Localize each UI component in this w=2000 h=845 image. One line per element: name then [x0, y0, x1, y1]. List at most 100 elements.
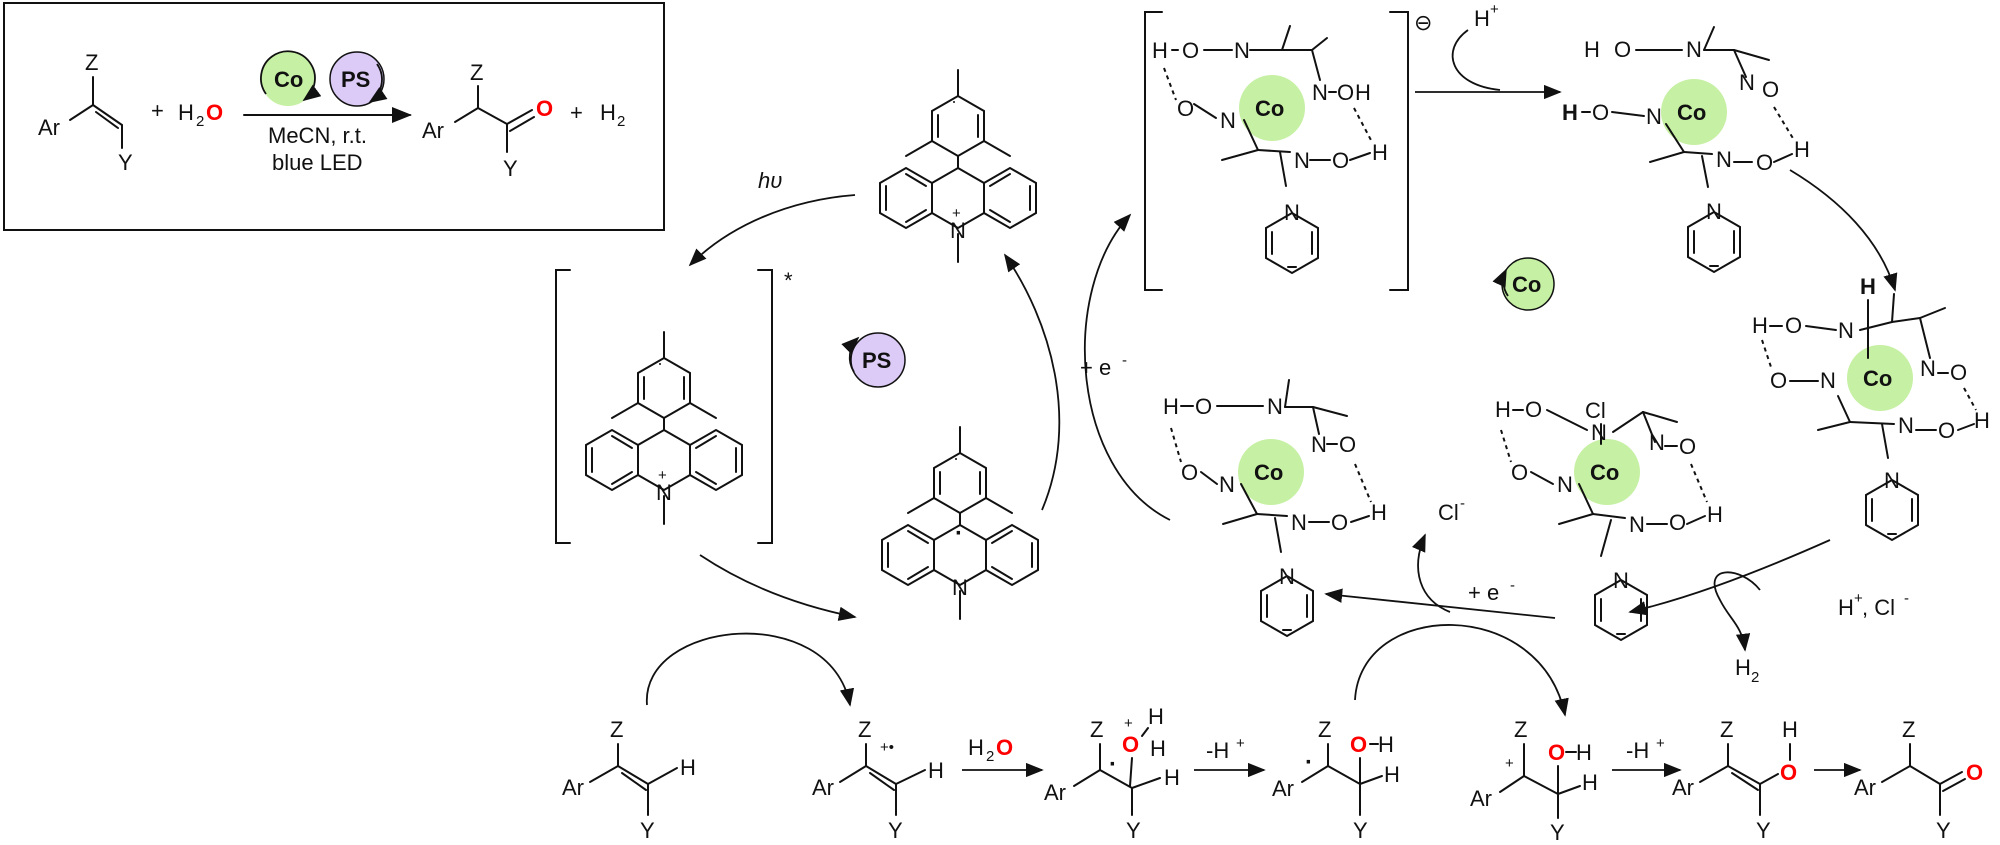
co-reduction-arrow — [1084, 213, 1171, 521]
anion-charge: ⊖ — [1414, 10, 1432, 35]
s6-z: Z — [1720, 717, 1733, 742]
e-superscript-1: - — [1122, 352, 1127, 369]
to-hydride-arrow — [1789, 169, 1898, 292]
hydride-h: H — [1860, 274, 1876, 299]
n2: N — [1312, 80, 1328, 105]
s4-ar: Ar — [1272, 776, 1294, 801]
bh-bold: H — [1562, 100, 1578, 125]
minus-hplus-1-sup: + — [1236, 735, 1245, 752]
s3-plus: + — [1124, 715, 1133, 732]
bn4: N — [1716, 147, 1732, 172]
water-o: O — [206, 100, 223, 125]
s5-y: Y — [1550, 820, 1565, 845]
enol-intermediate: Z Ar Y H O — [1672, 717, 1798, 843]
excited-star: * — [784, 268, 793, 293]
n4: N — [1294, 148, 1310, 173]
bo3: O — [1762, 77, 1779, 102]
minus-hplus-2: -H — [1626, 738, 1649, 763]
h2o-step-o: O — [996, 735, 1013, 760]
co-cl-center: Co — [1590, 460, 1619, 485]
s4-z: Z — [1318, 717, 1331, 742]
s6-h: H — [1782, 717, 1798, 742]
dn4: N — [1629, 512, 1645, 537]
h-cl-plus: + — [1854, 590, 1863, 607]
do3: O — [1679, 434, 1696, 459]
s3-y: Y — [1126, 818, 1141, 843]
summary-reaction-box: Z Ar Y + H 2 O Co PS MeCN, r.t. blue LED… — [3, 2, 665, 231]
co-catalyst-badge — [261, 52, 315, 106]
co-b-center: Co — [1677, 100, 1706, 125]
s3-z: Z — [1090, 717, 1103, 742]
bn1: N — [1686, 37, 1702, 62]
oxonium-radical: Z + O H H · Ar Y H — [1044, 704, 1180, 843]
s5-h: H — [1582, 770, 1598, 795]
cpy-n: N — [1884, 468, 1900, 493]
plus-sign-2: + — [570, 100, 583, 125]
h-plus-label: H — [1474, 6, 1490, 31]
co-cycle-badge: Co — [1492, 257, 1555, 311]
mes-acridine-radical: N · — [881, 426, 1039, 620]
product-y: Y — [503, 156, 518, 181]
water-h: H — [178, 100, 194, 125]
s3-h2: H — [1150, 736, 1166, 761]
h1: H — [1152, 38, 1168, 63]
s3-ar: Ar — [1044, 780, 1066, 805]
epy-n: N — [1279, 564, 1295, 589]
s3-dot: · — [1109, 751, 1117, 778]
en3: N — [1219, 472, 1235, 497]
anion-bracket-right — [1389, 11, 1409, 291]
s2-radcation: +• — [880, 739, 894, 756]
s7-o: O — [1966, 760, 1983, 785]
h2-h: H — [600, 100, 616, 125]
cn3: N — [1820, 368, 1836, 393]
conditions-light: blue LED — [272, 150, 363, 175]
s3-h3: H — [1164, 765, 1180, 790]
bo2: O — [1592, 100, 1609, 125]
ch1: H — [1752, 313, 1768, 338]
acridinium-charge: + — [952, 205, 961, 222]
bo4: O — [1756, 150, 1773, 175]
ps-cycle-badge: PS — [841, 332, 906, 388]
bh1: H — [1584, 37, 1600, 62]
cobaloxime-hydride: Co H N N N N O H O O H O N — [1752, 274, 1990, 541]
substrate-z: Z — [85, 50, 98, 75]
co3: O — [1950, 360, 1967, 385]
s1-y: Y — [640, 818, 655, 843]
s1-h: H — [680, 755, 696, 780]
h2-out-sub: 2 — [1751, 669, 1759, 686]
plus-e-label-2: + e — [1468, 580, 1499, 605]
bn2: N — [1739, 70, 1755, 95]
s5-z: Z — [1514, 717, 1527, 742]
n1: N — [1234, 38, 1250, 63]
co-iii-reduction-arrow — [1324, 588, 1556, 619]
radical-n: N — [952, 575, 968, 600]
ps-cycle-label: PS — [862, 348, 891, 373]
h2-out-h: H — [1735, 655, 1751, 680]
co1: O — [1785, 313, 1802, 338]
dh4: H — [1707, 502, 1723, 527]
co-i-center: Co — [1255, 96, 1284, 121]
o3: O — [1337, 80, 1354, 105]
dpy-n: N — [1613, 568, 1629, 593]
cobaloxime-co-i-anion: Co N N N N O H O O H H O N — [1152, 25, 1388, 274]
eo3: O — [1339, 432, 1356, 457]
anion-bracket-left — [1144, 11, 1163, 291]
cl-minus-sup: - — [1460, 495, 1465, 512]
h4: H — [1372, 140, 1388, 165]
s4-y: Y — [1353, 818, 1368, 843]
eo4: O — [1331, 510, 1348, 535]
co-label: Co — [274, 67, 303, 92]
plus-e-label-1: + e — [1080, 355, 1111, 380]
acridinium-n: N — [950, 218, 966, 243]
s6-ar: Ar — [1672, 775, 1694, 800]
alkene-substrate: Z Ar Y H — [562, 717, 696, 843]
co4: O — [1938, 418, 1955, 443]
ps-label: PS — [341, 67, 370, 92]
n3: N — [1220, 108, 1236, 133]
s5-plus: + — [1505, 755, 1514, 772]
s2-ar: Ar — [812, 775, 834, 800]
s2-y: Y — [888, 818, 903, 843]
h-plus-curve — [1451, 29, 1501, 91]
s4-h: H — [1384, 762, 1400, 787]
